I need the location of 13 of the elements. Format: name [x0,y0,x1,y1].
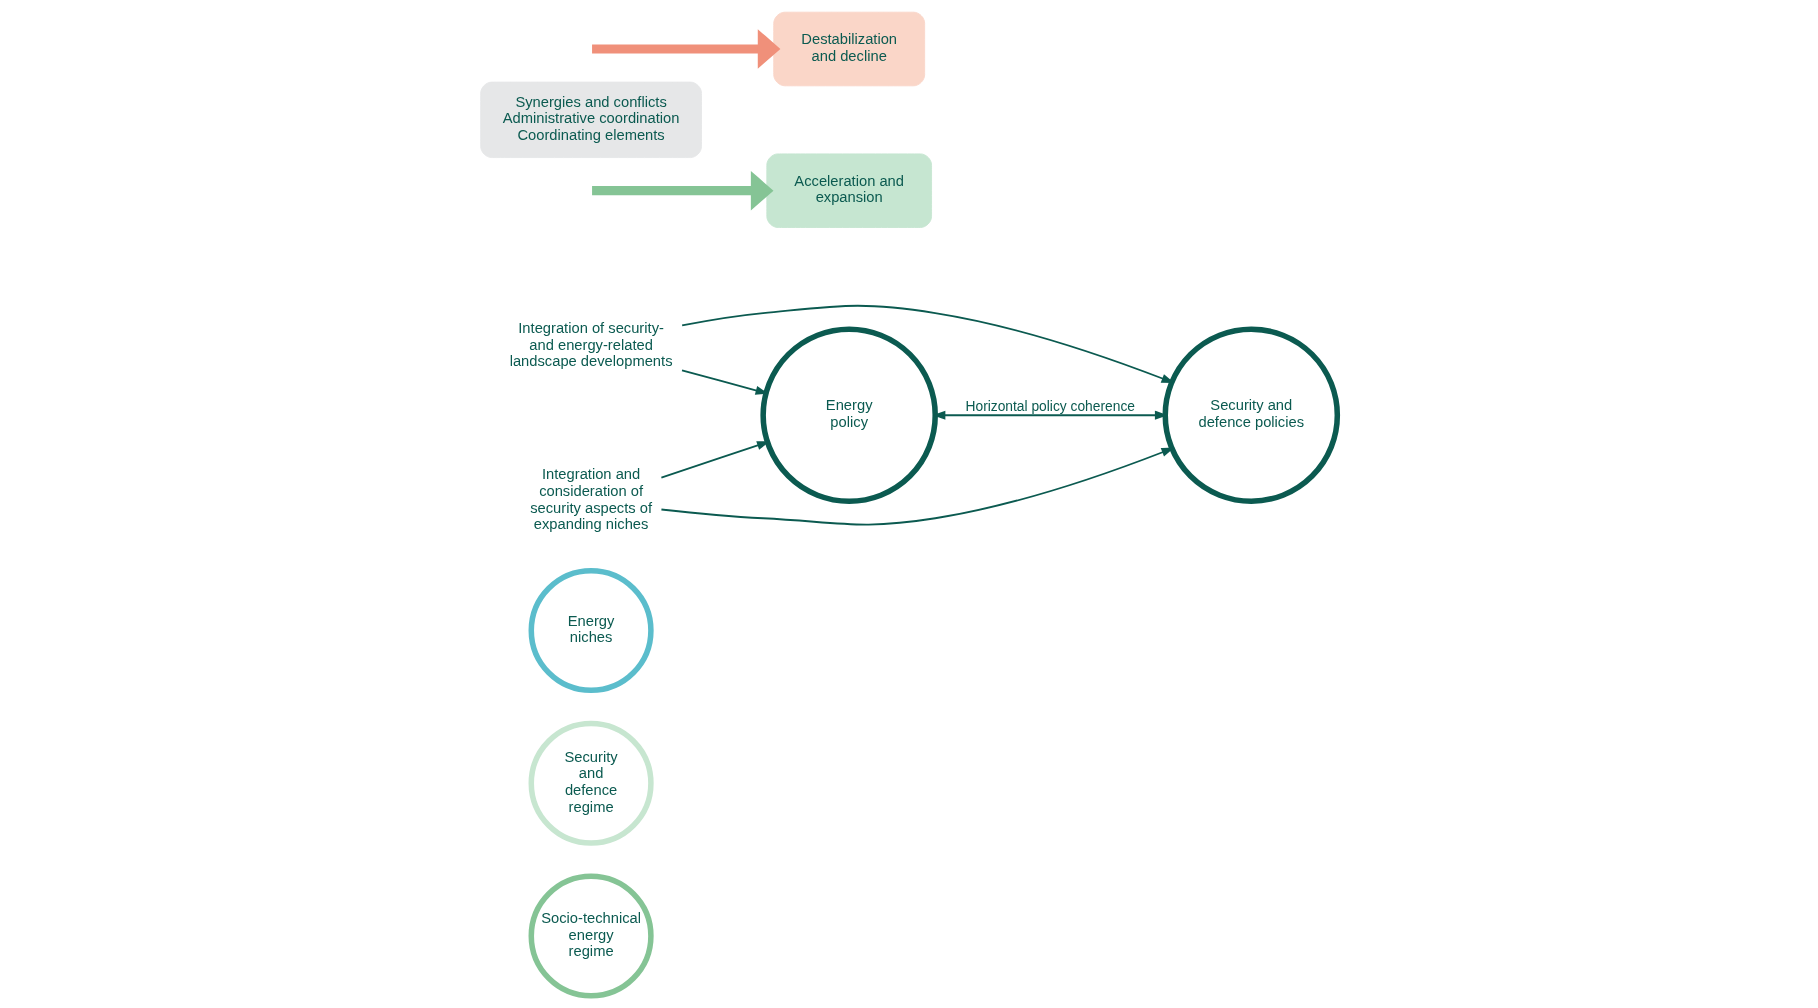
node-circle: Energy niches [528,567,654,694]
arrow [592,29,781,69]
arrow [592,170,774,211]
node-circle: Socio-technical energy regime [528,873,654,999]
node-box: Destabilization and decline [773,11,926,87]
node-box: Acceleration and expansion [766,153,932,228]
edge-label: Horizontal policy coherence [965,398,1135,414]
node-circle: Energy policy [760,326,938,504]
node-text: Integration and consideration of security aspects of expanding niches [530,466,653,533]
node-box: Synergies and conflicts Administrative coordination Coordinating elements [480,81,702,159]
arrow [660,447,1175,526]
node-circle: Security and defence regime [528,720,654,846]
node-text: Integration of security- and energy-related landscape developments [509,320,673,370]
